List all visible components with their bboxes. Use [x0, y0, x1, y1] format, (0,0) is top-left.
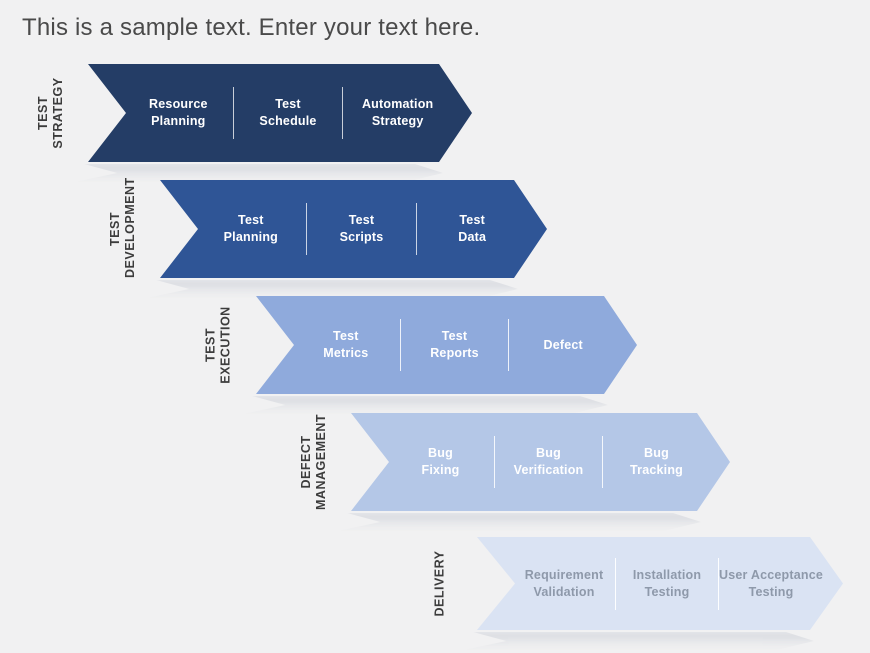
segment-line: Testing — [748, 584, 794, 599]
segment-line: Bug — [536, 446, 561, 460]
segment-line: Installation — [632, 567, 702, 582]
segment-line: Validation — [533, 584, 595, 599]
segment-divider — [400, 319, 401, 371]
segment-line: Test — [333, 329, 359, 343]
row-label-delivery: DELIVERY — [403, 537, 477, 630]
segment-line: Test — [348, 213, 375, 227]
segment-line: Fixing — [421, 463, 460, 477]
arrow-reflection — [337, 513, 706, 531]
label-line: TEST — [36, 96, 50, 130]
segment-line: User Acceptance — [719, 567, 824, 582]
segment-line: Test — [275, 97, 301, 111]
label-line: DEFECT — [299, 435, 313, 489]
segment-line: Automation — [361, 97, 434, 111]
arrow-reflection — [242, 396, 613, 414]
segment-line: Requirement — [524, 567, 604, 582]
segment-line: Schedule — [259, 114, 317, 128]
segment-divider — [342, 87, 343, 139]
segment-line: Tracking — [629, 463, 683, 477]
label-line: DELIVERY — [432, 550, 447, 617]
segment-line: Test — [238, 213, 264, 227]
segment-line: Scripts — [339, 230, 384, 244]
label-line: EXECUTION — [219, 306, 233, 384]
segment-line: Resource — [149, 97, 208, 111]
segment-line: Planning — [151, 114, 206, 128]
segment-divider — [233, 87, 234, 139]
page-title: This is a sample text. Enter your text h… — [22, 14, 481, 41]
segment-line: Bug — [428, 446, 453, 460]
label-line: DEVELOPMENT — [123, 177, 137, 278]
segment-line: Defect — [543, 337, 583, 352]
segment-line: Metrics — [323, 346, 369, 360]
segment-divider — [508, 319, 509, 371]
label-line: TEST — [108, 212, 122, 246]
label-line: MANAGEMENT — [314, 414, 328, 510]
segment-divider — [306, 203, 307, 255]
label-line: TEST — [204, 328, 218, 362]
segment-divider — [602, 436, 603, 488]
label-line: STRATEGY — [51, 77, 65, 149]
segment-line: Test — [459, 213, 485, 227]
segment-line: Reports — [430, 346, 479, 360]
arrow-reflection — [463, 632, 819, 650]
segment-divider — [718, 558, 719, 610]
segment-line: Strategy — [371, 114, 424, 128]
segment-divider — [494, 436, 495, 488]
row-label-text: DELIVERY — [433, 547, 448, 621]
segment-line: Bug — [644, 446, 669, 460]
segment-divider — [416, 203, 417, 255]
segment-line: Testing — [644, 584, 690, 599]
segment-line: Data — [458, 230, 487, 244]
segment-line: Planning — [223, 230, 279, 244]
arrow-segment: Defect — [509, 296, 617, 394]
segment-line: Verification — [513, 463, 584, 477]
segment-divider — [615, 558, 616, 610]
segment-line: Test — [441, 329, 468, 343]
